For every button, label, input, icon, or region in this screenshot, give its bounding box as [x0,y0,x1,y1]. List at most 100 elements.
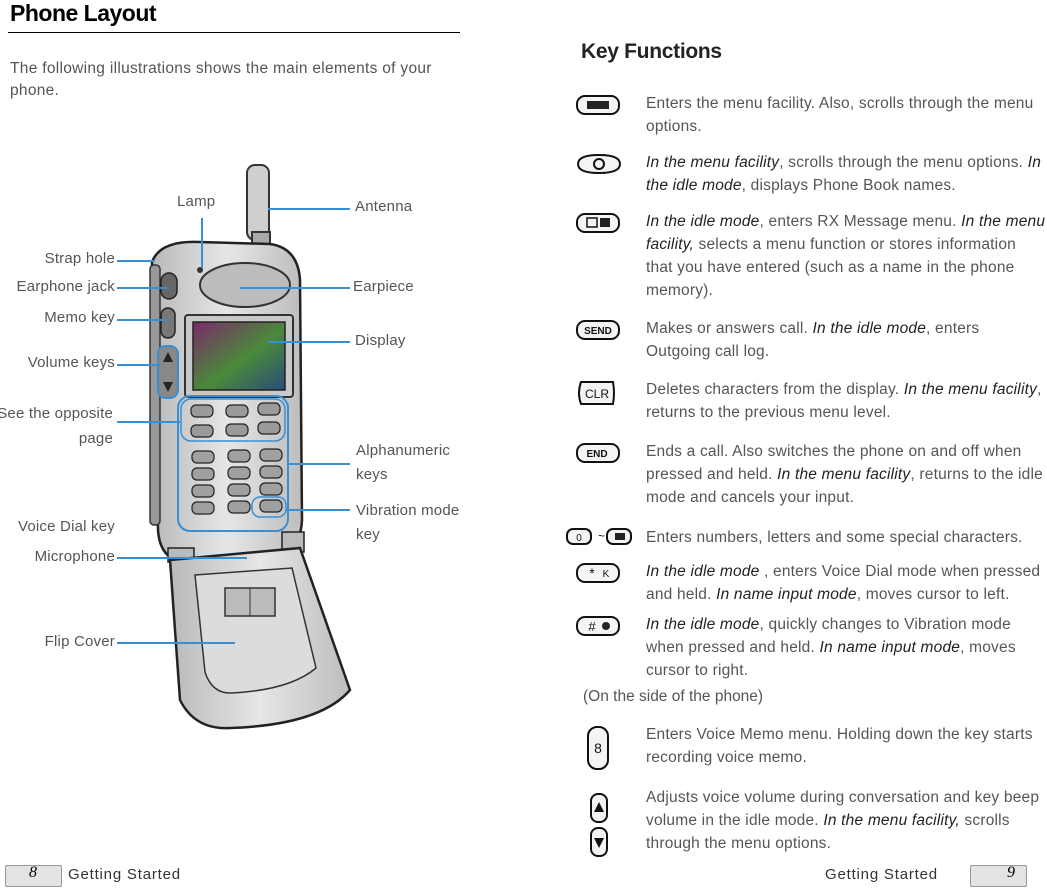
callout-vibration-line1: Vibration mode [356,502,460,519]
footer-section-right: Getting Started [825,866,938,883]
key-description: In the idle mode , enters Voice Dial mod… [646,560,1046,606]
phone-illustration [149,164,352,730]
callout-voice-dial-key: Voice Dial key [17,518,115,535]
key-description: Enters the menu facility. Also, scrolls … [646,92,1046,138]
svg-text:0: 0 [576,533,582,544]
title-divider [8,32,460,33]
callout-strap-hole: Strap hole [44,250,115,267]
callout-microphone: Microphone [34,548,115,565]
description-text: Enters Voice Memo menu. Holding down the… [646,726,1033,766]
callout-earpiece: Earpiece [353,278,414,295]
description-text: Adjusts voice volume during conversation… [646,789,1040,829]
display-screen [192,321,286,391]
vibration-leader [285,509,350,511]
svg-text:~: ~ [598,529,605,543]
earpiece [199,262,291,308]
mode-emphasis: In name input mode [819,639,961,656]
key-description: Makes or answers call. In the idle mode,… [646,317,1046,363]
callout-see-opposite-line1: See the opposite [0,405,113,422]
callout-earphone-jack: Earphone jack [16,278,115,295]
volume-keys-leader [117,364,160,366]
page-number-box-left [5,865,62,887]
callout-display: Display [355,332,406,349]
mode-emphasis: In the idle mode [646,563,760,580]
description-text: Enters the menu facility. Also, scrolls … [646,95,1034,135]
mode-emphasis: In the menu facility, [823,812,960,829]
key-description: In the idle mode, enters RX Message menu… [646,210,1046,302]
page-title-key-functions: Key Functions [581,40,722,63]
callout-alphanumeric-line1: Alphanumeric [356,442,451,459]
key-description: Enters Voice Memo menu. Holding down the… [646,723,1046,769]
message-key-icon [575,210,623,236]
see-opposite-leader [117,421,180,423]
footer-section-left: Getting Started [68,866,181,883]
star-key-icon: *K [575,560,623,586]
scroll-key-icon [575,151,623,177]
page-number-box-right [970,865,1027,887]
mode-emphasis: In the idle mode [646,213,760,230]
callout-antenna: Antenna [355,198,413,215]
callout-see-opposite-line2: page [78,430,113,447]
description-text: , scrolls through the menu options. [779,154,1028,171]
description-text: , enters Outgoing call log. [646,320,980,360]
send-key-icon: SEND [575,317,623,343]
menu-key-icon [575,92,623,118]
mode-emphasis: In the menu facility, [646,213,1046,253]
microphone-leader [117,557,247,559]
description-text: Ends a call. Also switches the phone on … [646,443,1022,483]
antenna [246,164,270,241]
clr-key-icon: CLR [575,378,623,408]
svg-text:8: 8 [594,740,602,756]
svg-text:CLR: CLR [585,387,609,401]
intro-text: The following illustrations shows the ma… [10,60,432,99]
strap-hole-leader [117,260,155,262]
hash-key-icon: # [575,613,623,639]
key-description: In the idle mode, quickly changes to Vib… [646,613,1046,682]
svg-text:END: END [586,449,607,460]
number-keys-icon: 0~ [566,526,635,548]
mode-emphasis: In the menu facility [777,466,911,483]
end-key-icon: END [575,440,623,466]
alphanumeric-leader [287,463,350,465]
mode-emphasis: In the menu facility [903,381,1038,398]
key-description: Deletes characters from the display. In … [646,378,1046,424]
key-description: Ends a call. Also switches the phone on … [646,440,1046,509]
mode-emphasis: In the menu facility [646,154,780,171]
volume-keys-icon [575,792,623,860]
callout-flip-cover: Flip Cover [44,633,115,650]
side-of-phone-note: (On the side of the phone) [583,688,764,705]
description-text: , returns to the previous menu level. [646,381,1042,421]
svg-text:SEND: SEND [584,326,612,337]
description-text: , displays Phone Book names. [741,177,956,194]
description-text: selects a menu function or stores inform… [646,236,1016,299]
mode-emphasis: In the idle mode [646,616,760,633]
display-leader [268,341,350,343]
page-number-right: 9 [1007,864,1015,881]
callout-lamp: Lamp [177,193,216,210]
memo-side-key-icon: 8 [575,725,623,773]
earphone-jack-leader [117,287,167,289]
lamp-leader [201,218,203,268]
callout-memo-key: Memo key [44,309,115,326]
svg-text:*: * [589,565,595,581]
key-description: In the menu facility, scrolls through th… [646,151,1046,197]
description-text: Makes or answers call. [646,320,813,337]
key-description: Enters numbers, letters and some special… [646,526,1046,549]
callout-volume-keys: Volume keys [27,354,115,371]
mode-emphasis: In name input mode [716,586,857,603]
description-text: , quickly changes to Vibration mode when… [646,616,1011,656]
flip-cover-leader [117,642,235,644]
description-text: , moves cursor to left. [856,586,1010,603]
page-title-phone-layout: Phone Layout [10,0,157,26]
svg-text:K: K [603,569,610,580]
memo-key-leader [117,319,167,321]
mode-emphasis: In the idle mode [812,320,927,337]
description-text: , returns to the idle mode and cancels y… [646,466,1043,506]
description-text: Enters numbers, letters and some special… [646,529,1023,546]
description-text: , moves cursor to right. [646,639,1016,679]
description-text: Deletes characters from the display. [646,381,904,398]
earpiece-leader [240,287,350,289]
page-number-left: 8 [29,864,37,881]
key-description: Adjusts voice volume during conversation… [646,786,1046,855]
description-text: , enters Voice Dial mode when pressed an… [646,563,1041,603]
